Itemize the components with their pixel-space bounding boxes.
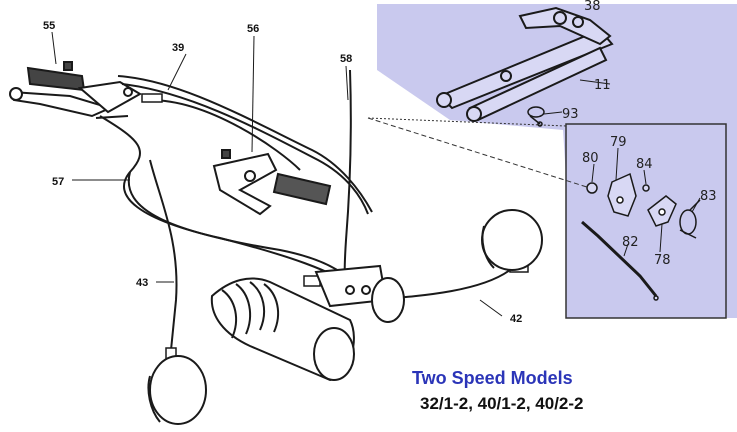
label-58: 58 (340, 53, 352, 65)
right-grip-assembly (212, 149, 332, 216)
label-43: 43 (136, 277, 148, 289)
label-79: 79 (610, 135, 627, 150)
label-39: 39 (172, 42, 184, 54)
label-78: 78 (654, 253, 671, 268)
cables (99, 69, 511, 361)
detail-inset-box (565, 123, 727, 319)
clip-93 (527, 106, 545, 127)
label-38: 38 (584, 0, 601, 14)
label-93: 93 (562, 107, 579, 122)
brake-drums (147, 209, 543, 425)
caption-models: 32/1-2, 40/1-2, 40/2-2 (420, 394, 584, 413)
label-56: 56 (247, 23, 259, 35)
projection-line (367, 117, 567, 127)
swing-arm (436, 6, 614, 122)
intake-hose (210, 264, 388, 382)
projection-line (367, 117, 591, 189)
label-11: 11 (594, 78, 611, 93)
label-82: 82 (622, 235, 639, 250)
label-84: 84 (636, 157, 653, 172)
label-42: 42 (510, 313, 522, 325)
label-83: 83 (700, 189, 717, 204)
caption-title: Two Speed Models (412, 368, 573, 388)
leader-lines (51, 31, 701, 317)
label-57: 57 (52, 176, 64, 188)
left-lever-assembly (9, 61, 142, 119)
label-55: 55 (43, 20, 55, 32)
inset-parts (581, 172, 701, 301)
label-80: 80 (582, 151, 599, 166)
